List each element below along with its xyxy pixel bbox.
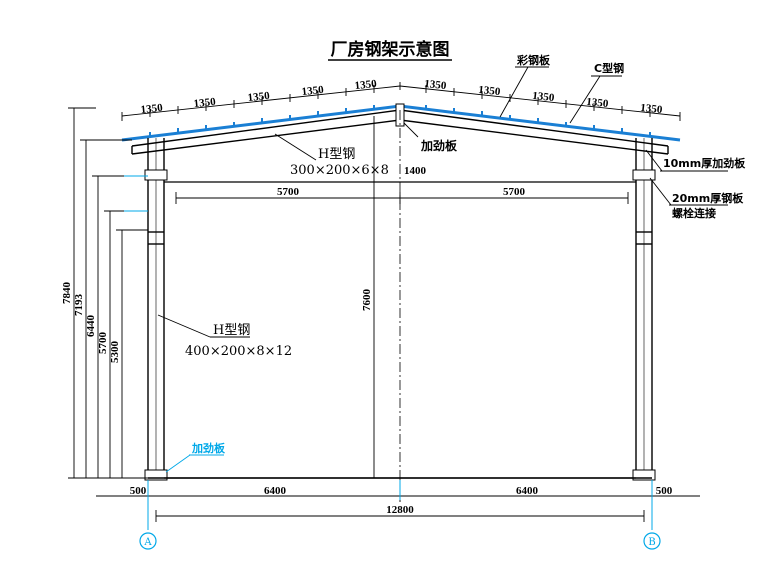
- dim-bottom-right-offset: 500: [656, 485, 673, 497]
- purlin-dimension-lines: [121, 82, 681, 121]
- dim-purlin-8: 1350: [532, 90, 556, 104]
- label-color-steel-plate: 彩钢板: [516, 53, 551, 67]
- leader-roof-beam: [274, 133, 317, 161]
- dim-purlin-2: 1350: [193, 96, 217, 110]
- leader-stiffener-top: [403, 122, 419, 138]
- axis-label-left: A: [143, 537, 152, 548]
- label-roof-beam-size: 300×200×6×8: [290, 163, 389, 178]
- leader-column: [157, 314, 211, 338]
- label-stiffener-top: 加劲板: [420, 138, 458, 153]
- label-roof-beam-name: H型钢: [318, 147, 355, 162]
- dim-bottom-left-half: 6400: [264, 485, 287, 497]
- leader-steel-plate-20mm-diag: [649, 177, 672, 206]
- right-column: [635, 138, 653, 478]
- dim-purlin-5: 1350: [354, 78, 378, 92]
- leader-color-steel-plate-diag: [499, 66, 529, 118]
- dim-bottom-left-offset: 500: [130, 485, 147, 497]
- label-steel-plate-20mm: 20mm厚钢板: [672, 191, 744, 205]
- label-column-name: H型钢: [213, 323, 250, 338]
- axis-bubble-left: [139, 532, 157, 550]
- axis-label-right: B: [648, 537, 655, 548]
- purlin-dimension-texts: 1350 1350 1350 1350 1350 1350 1350 1350 …: [140, 78, 663, 116]
- dim-height-6440: 6440: [85, 315, 97, 338]
- dim-purlin-3: 1350: [247, 90, 271, 104]
- dim-height-7193: 7193: [73, 294, 85, 317]
- label-stiffener-10mm: 10mm厚加劲板: [663, 156, 746, 170]
- dim-purlin-7: 1350: [478, 84, 502, 98]
- label-column-size: 400×200×8×12: [185, 344, 292, 359]
- drawing-title: 厂房钢架示意图: [331, 39, 450, 60]
- dim-height-5300: 5300: [109, 341, 121, 364]
- label-stiffener-base: 加劲板: [191, 441, 226, 455]
- dim-purlin-9: 1350: [586, 96, 610, 110]
- dim-total-span: 12800: [386, 504, 414, 516]
- label-bolt-connection: 螺栓连接: [672, 206, 716, 220]
- dim-purlin-1: 1350: [140, 102, 164, 116]
- leader-stiffener-10mm-diag: [645, 149, 663, 172]
- left-column: [147, 138, 165, 478]
- dim-bottom-right-half: 6400: [516, 485, 539, 497]
- height-dim-ticks-cyan: [124, 175, 148, 212]
- dim-half-span-left: 5700: [277, 186, 300, 198]
- dim-purlin-10: 1350: [640, 102, 664, 116]
- label-c-steel: C型钢: [594, 61, 624, 75]
- dim-height-7840: 7840: [61, 282, 73, 305]
- leader-stiffener-base-diag: [165, 454, 191, 473]
- axis-bubble-right: [643, 532, 661, 550]
- purlin-ticks: [149, 105, 651, 137]
- dim-purlin-4: 1350: [301, 84, 325, 98]
- dim-height-5700: 5700: [97, 332, 109, 355]
- bolt-plates: [144, 169, 656, 481]
- height-dimension-lines: [68, 107, 148, 479]
- dim-purlin-6: 1350: [424, 78, 448, 92]
- bottom-cyan-ticks: [147, 480, 653, 530]
- half-span-dimension: [175, 192, 629, 204]
- dim-center-height: 7600: [361, 289, 373, 312]
- leader-c-steel-diag: [569, 75, 601, 124]
- dim-rise: 1400: [404, 165, 427, 177]
- dim-half-span-right: 5700: [503, 186, 526, 198]
